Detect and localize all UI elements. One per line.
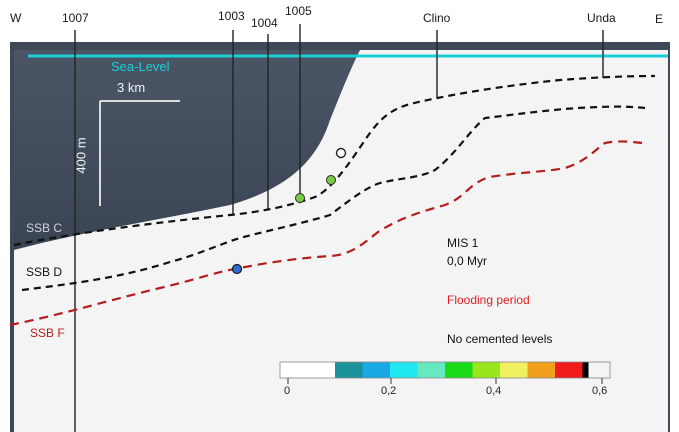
sea-level-label: Sea-Level [111, 59, 170, 74]
compass-east: E [655, 12, 664, 26]
boundary-ssb-d [21, 105, 646, 292]
color-scale-segment [445, 362, 473, 378]
color-scale-segment [390, 362, 418, 378]
scale-horizontal-label: 3 km [117, 80, 146, 95]
color-scale-segment [582, 362, 589, 378]
cemented-levels-label: No cemented levels [447, 332, 553, 346]
site-label-1007: 1007 [62, 11, 89, 25]
flooding-period-label: Flooding period [447, 293, 530, 307]
mis-label: MIS 1 [447, 236, 479, 250]
age-label: 0,0 Myr [447, 254, 488, 268]
color-scale-segment [362, 362, 391, 378]
color-scale-segment [280, 362, 308, 378]
color-tick-label: 0,6 [592, 385, 608, 397]
marker-green [326, 175, 336, 185]
color-scale-segment [527, 362, 556, 378]
color-tick-label: 0 [284, 385, 291, 397]
marker-blue [231, 263, 243, 275]
color-scale-segment [417, 362, 446, 378]
boundary-ssb-c [13, 74, 656, 247]
ssb-d-label: SSB D [26, 265, 63, 279]
color-scale-frame [279, 361, 611, 379]
site-label-unda: Unda [587, 11, 616, 25]
color-tick-label: 0,4 [486, 385, 502, 397]
sediment-body [14, 50, 668, 432]
color-scale-segment [500, 362, 528, 378]
color-scale-segment [555, 362, 583, 378]
marker-green [295, 193, 305, 203]
color-scale-segment [335, 362, 363, 378]
color-scale-segment [307, 362, 336, 378]
color-scale-segment [472, 362, 501, 378]
marker-hollow [335, 147, 347, 159]
color-scale-bar [280, 362, 589, 378]
ssb-c-label: SSB C [26, 221, 63, 235]
color-tick-label: 0,2 [381, 385, 397, 397]
site-label-clino: Clino [423, 11, 451, 25]
site-label-1005: 1005 [285, 4, 312, 18]
compass-west: W [10, 11, 22, 25]
scale-vertical-label: 400 m [73, 137, 89, 174]
site-label-1003: 1003 [218, 9, 245, 23]
ssb-f-label: SSB F [30, 326, 65, 340]
site-label-1004: 1004 [251, 16, 278, 30]
